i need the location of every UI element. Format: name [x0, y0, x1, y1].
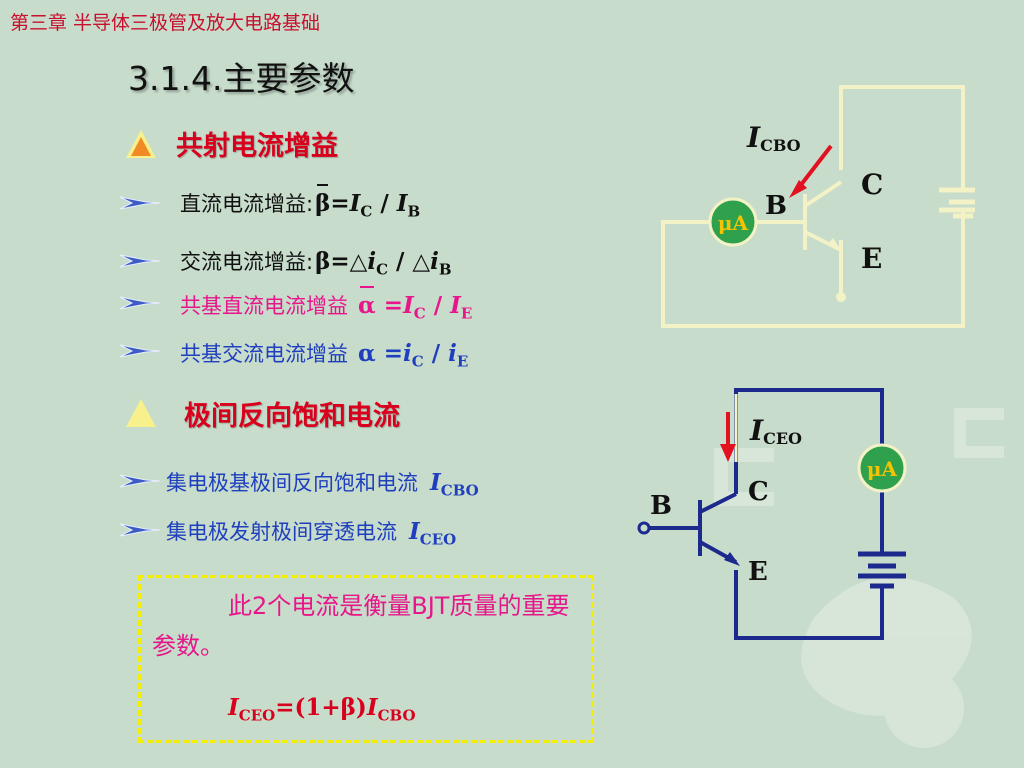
top-terminal-c: C — [861, 168, 883, 201]
microammeter-icon — [708, 197, 758, 247]
arrow-bullet-icon — [119, 344, 161, 358]
icbo-symbol: ICBO — [430, 469, 479, 500]
top-current-label: ICBO — [746, 121, 801, 155]
cb-ac-gain-label: 共基交流电流增益 — [180, 342, 348, 366]
battery-icon — [858, 551, 906, 589]
battery-icon — [939, 187, 975, 219]
iceo-measurement-circuit: μA ICEO B C E — [637, 388, 907, 640]
emitter-terminal-open — [836, 292, 846, 302]
icbo-row: 集电极基极间反向饱和电流 ICBO — [166, 467, 479, 500]
icbo-label: 集电极基极间反向饱和电流 — [166, 471, 418, 495]
bottom-terminal-e: E — [748, 557, 768, 587]
arrow-bullet-icon — [119, 474, 161, 488]
cb-dc-gain-label: 共基直流电流增益 — [180, 294, 348, 318]
dc-gain-formula: β=IC / IB — [315, 184, 421, 221]
note-box — [138, 575, 594, 743]
note-text: 此2个电流是衡量BJT质量的重要参数。 — [152, 592, 570, 660]
arrow-bullet-icon — [119, 196, 161, 210]
top-meter-label: μA — [718, 211, 749, 235]
bottom-terminal-b: B — [650, 491, 672, 521]
dc-gain-label: 直流电流增益: — [180, 192, 314, 216]
triangle-bullet-icon — [126, 130, 156, 158]
current-arrow-icon — [789, 180, 807, 198]
iceo-row: 集电极发射极间穿透电流 ICEO — [166, 516, 456, 549]
cb-ac-gain-formula: α =iC / iE — [350, 340, 469, 371]
arrow-bullet-icon — [119, 523, 161, 537]
bottom-terminal-c: C — [748, 477, 769, 507]
note-formula: ICEO=(1+β)ICBO — [228, 694, 416, 725]
ac-gain-formula: β=△iC / △iB — [315, 248, 452, 279]
base-terminal-open — [637, 521, 651, 535]
bottom-meter-label: μA — [867, 457, 898, 481]
top-terminal-e: E — [861, 242, 882, 275]
triangle-bullet-icon — [126, 399, 156, 427]
circuit-wire — [661, 210, 965, 328]
current-arrow-icon — [720, 444, 736, 462]
bottom-current-label: ICEO — [749, 414, 802, 448]
cb-dc-gain-formula: α =IC / IE — [358, 286, 473, 323]
top-terminal-b: B — [765, 191, 787, 221]
section-title: 3.1.4.主要参数 — [128, 59, 355, 98]
circuit-wire — [734, 570, 884, 640]
section-heading-common-emitter-gain: 共射电流增益 — [176, 131, 338, 162]
chapter-title: 第三章 半导体三极管及放大电路基础 — [10, 12, 321, 34]
iceo-symbol: ICEO — [409, 518, 457, 549]
dc-gain-row: 直流电流增益: β=IC / IB — [180, 184, 421, 221]
cb-ac-gain-row: 共基交流电流增益 α =iC / iE — [180, 338, 468, 371]
circuit-wire — [839, 85, 965, 192]
ac-gain-row: 交流电流增益: β=△iC / △iB — [180, 246, 452, 279]
section-heading-reverse-saturation-current: 极间反向饱和电流 — [184, 401, 400, 432]
cb-dc-gain-row: 共基直流电流增益 α =IC / IE — [180, 286, 473, 323]
ac-gain-label: 交流电流增益: — [180, 250, 314, 274]
arrow-bullet-icon — [119, 296, 161, 310]
microammeter-icon — [857, 443, 907, 493]
arrow-bullet-icon — [119, 254, 161, 268]
iceo-label: 集电极发射极间穿透电流 — [166, 520, 397, 544]
icbo-measurement-circuit: μA ICBO B C E — [661, 85, 975, 328]
